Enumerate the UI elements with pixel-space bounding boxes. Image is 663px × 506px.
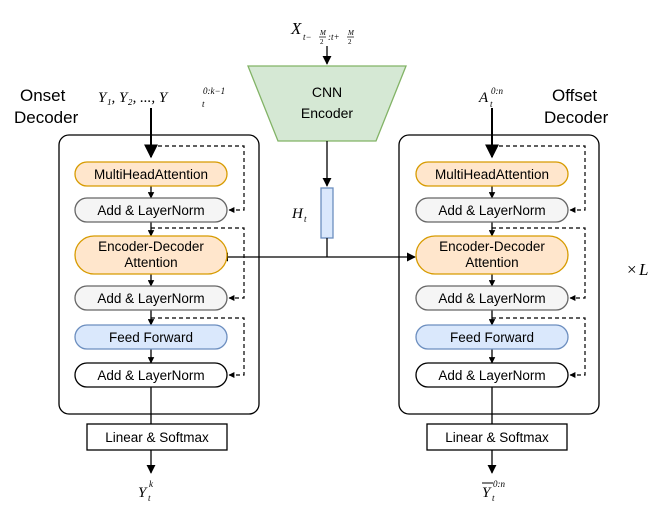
svg-text::t+: :t+ bbox=[328, 32, 340, 42]
onset-linear-softmax bbox=[86, 423, 228, 451]
svg-text:H: H bbox=[291, 206, 304, 222]
onset-feed-forward bbox=[74, 324, 228, 350]
cnn-encoder: CNN Encoder bbox=[247, 65, 407, 142]
onset-residual-3 bbox=[151, 317, 245, 378]
offset-encoder-decoder-attention-label: Attention bbox=[465, 255, 518, 270]
onset-linear-label: Linear & Softmax bbox=[105, 430, 209, 445]
repeat-label: × L bbox=[627, 260, 648, 279]
offset-add-layernorm-1 bbox=[415, 197, 569, 223]
svg-text:k: k bbox=[149, 479, 154, 489]
svg-text:×: × bbox=[627, 260, 637, 279]
cnn-encoder-shape bbox=[247, 65, 407, 142]
offset-add-layernorm-1-label: Add & LayerNorm bbox=[438, 203, 545, 218]
svg-text:t: t bbox=[202, 99, 205, 109]
svg-text:A: A bbox=[478, 90, 489, 106]
onset-add-layernorm-1 bbox=[74, 197, 228, 223]
offset-residual-3 bbox=[492, 317, 586, 378]
onset-encoder-decoder-attention bbox=[74, 235, 228, 275]
svg-text:L: L bbox=[638, 260, 648, 279]
svg-text:M: M bbox=[319, 29, 327, 37]
svg-text:2: 2 bbox=[320, 38, 324, 46]
svg-text:t: t bbox=[492, 493, 495, 503]
offset-add-layernorm-2-label: Add & LayerNorm bbox=[438, 291, 545, 306]
cnn-input-label: X t− M 2 :t+ M 2 bbox=[290, 19, 355, 46]
onset-decoder-frame bbox=[58, 134, 260, 415]
offset-add-layernorm-3-label: Add & LayerNorm bbox=[438, 368, 545, 383]
offset-title-2: Decoder bbox=[544, 108, 609, 127]
onset-encoder-decoder-attention-label: Attention bbox=[124, 255, 177, 270]
onset-residual-1 bbox=[151, 145, 245, 213]
svg-text:t−: t− bbox=[303, 32, 312, 42]
svg-text:Y: Y bbox=[482, 485, 492, 501]
onset-decoder: Onset Decoder Y₁, Y₂, ..., Y t 0:k−1 Mul… bbox=[14, 86, 260, 503]
svg-text:X: X bbox=[290, 19, 302, 38]
onset-multihead-attention-label: MultiHeadAttention bbox=[94, 167, 208, 182]
offset-title-1: Offset bbox=[552, 86, 597, 105]
svg-text:0:n: 0:n bbox=[491, 86, 503, 96]
onset-multihead-attention bbox=[74, 161, 228, 187]
offset-input-label: A t 0:n bbox=[478, 86, 503, 109]
hidden-state-block bbox=[320, 187, 334, 239]
onset-title-1: Onset bbox=[20, 86, 66, 105]
onset-input-label: Y₁, Y₂, ..., Y t 0:k−1 bbox=[98, 86, 225, 109]
onset-residual-2 bbox=[151, 227, 245, 301]
offset-residual-2 bbox=[492, 227, 586, 301]
svg-text:t: t bbox=[304, 214, 307, 224]
offset-encoder-decoder-attention-label: Encoder-Decoder bbox=[439, 239, 545, 254]
offset-linear-label: Linear & Softmax bbox=[445, 430, 549, 445]
offset-encoder-decoder-attention bbox=[415, 235, 569, 275]
onset-encoder-decoder-attention-label: Encoder-Decoder bbox=[98, 239, 204, 254]
hidden-state-label: H t bbox=[291, 206, 307, 224]
svg-text:2: 2 bbox=[348, 38, 352, 46]
offset-feed-forward bbox=[415, 324, 569, 350]
onset-add-layernorm-1-label: Add & LayerNorm bbox=[97, 203, 204, 218]
offset-decoder-frame bbox=[398, 134, 600, 415]
offset-feed-forward-label: Feed Forward bbox=[450, 330, 534, 345]
offset-add-layernorm-2 bbox=[415, 285, 569, 311]
svg-text:Y₁, Y₂, ..., Y: Y₁, Y₂, ..., Y bbox=[98, 90, 169, 106]
onset-add-layernorm-3-label: Add & LayerNorm bbox=[97, 368, 204, 383]
offset-multihead-attention bbox=[415, 161, 569, 187]
offset-multihead-attention-label: MultiHeadAttention bbox=[435, 167, 549, 182]
offset-linear-softmax bbox=[426, 423, 568, 451]
onset-add-layernorm-2 bbox=[74, 285, 228, 311]
onset-output-label: Y t k bbox=[138, 479, 154, 503]
svg-text:0:n: 0:n bbox=[493, 479, 505, 489]
offset-output-label: Y t 0:n bbox=[482, 479, 505, 503]
svg-text:t: t bbox=[148, 493, 151, 503]
offset-residual-1 bbox=[492, 145, 586, 213]
offset-decoder: Offset Decoder A t 0:n MultiHeadAttentio… bbox=[398, 86, 609, 503]
svg-text:M: M bbox=[347, 29, 355, 37]
onset-feed-forward-label: Feed Forward bbox=[109, 330, 193, 345]
cnn-label-1: CNN bbox=[312, 84, 342, 100]
svg-text:0:k−1: 0:k−1 bbox=[203, 86, 225, 96]
cnn-label-2: Encoder bbox=[301, 105, 353, 121]
onset-title-2: Decoder bbox=[14, 108, 79, 127]
svg-text:Y: Y bbox=[138, 485, 148, 501]
svg-text:t: t bbox=[490, 99, 493, 109]
onset-add-layernorm-2-label: Add & LayerNorm bbox=[97, 291, 204, 306]
